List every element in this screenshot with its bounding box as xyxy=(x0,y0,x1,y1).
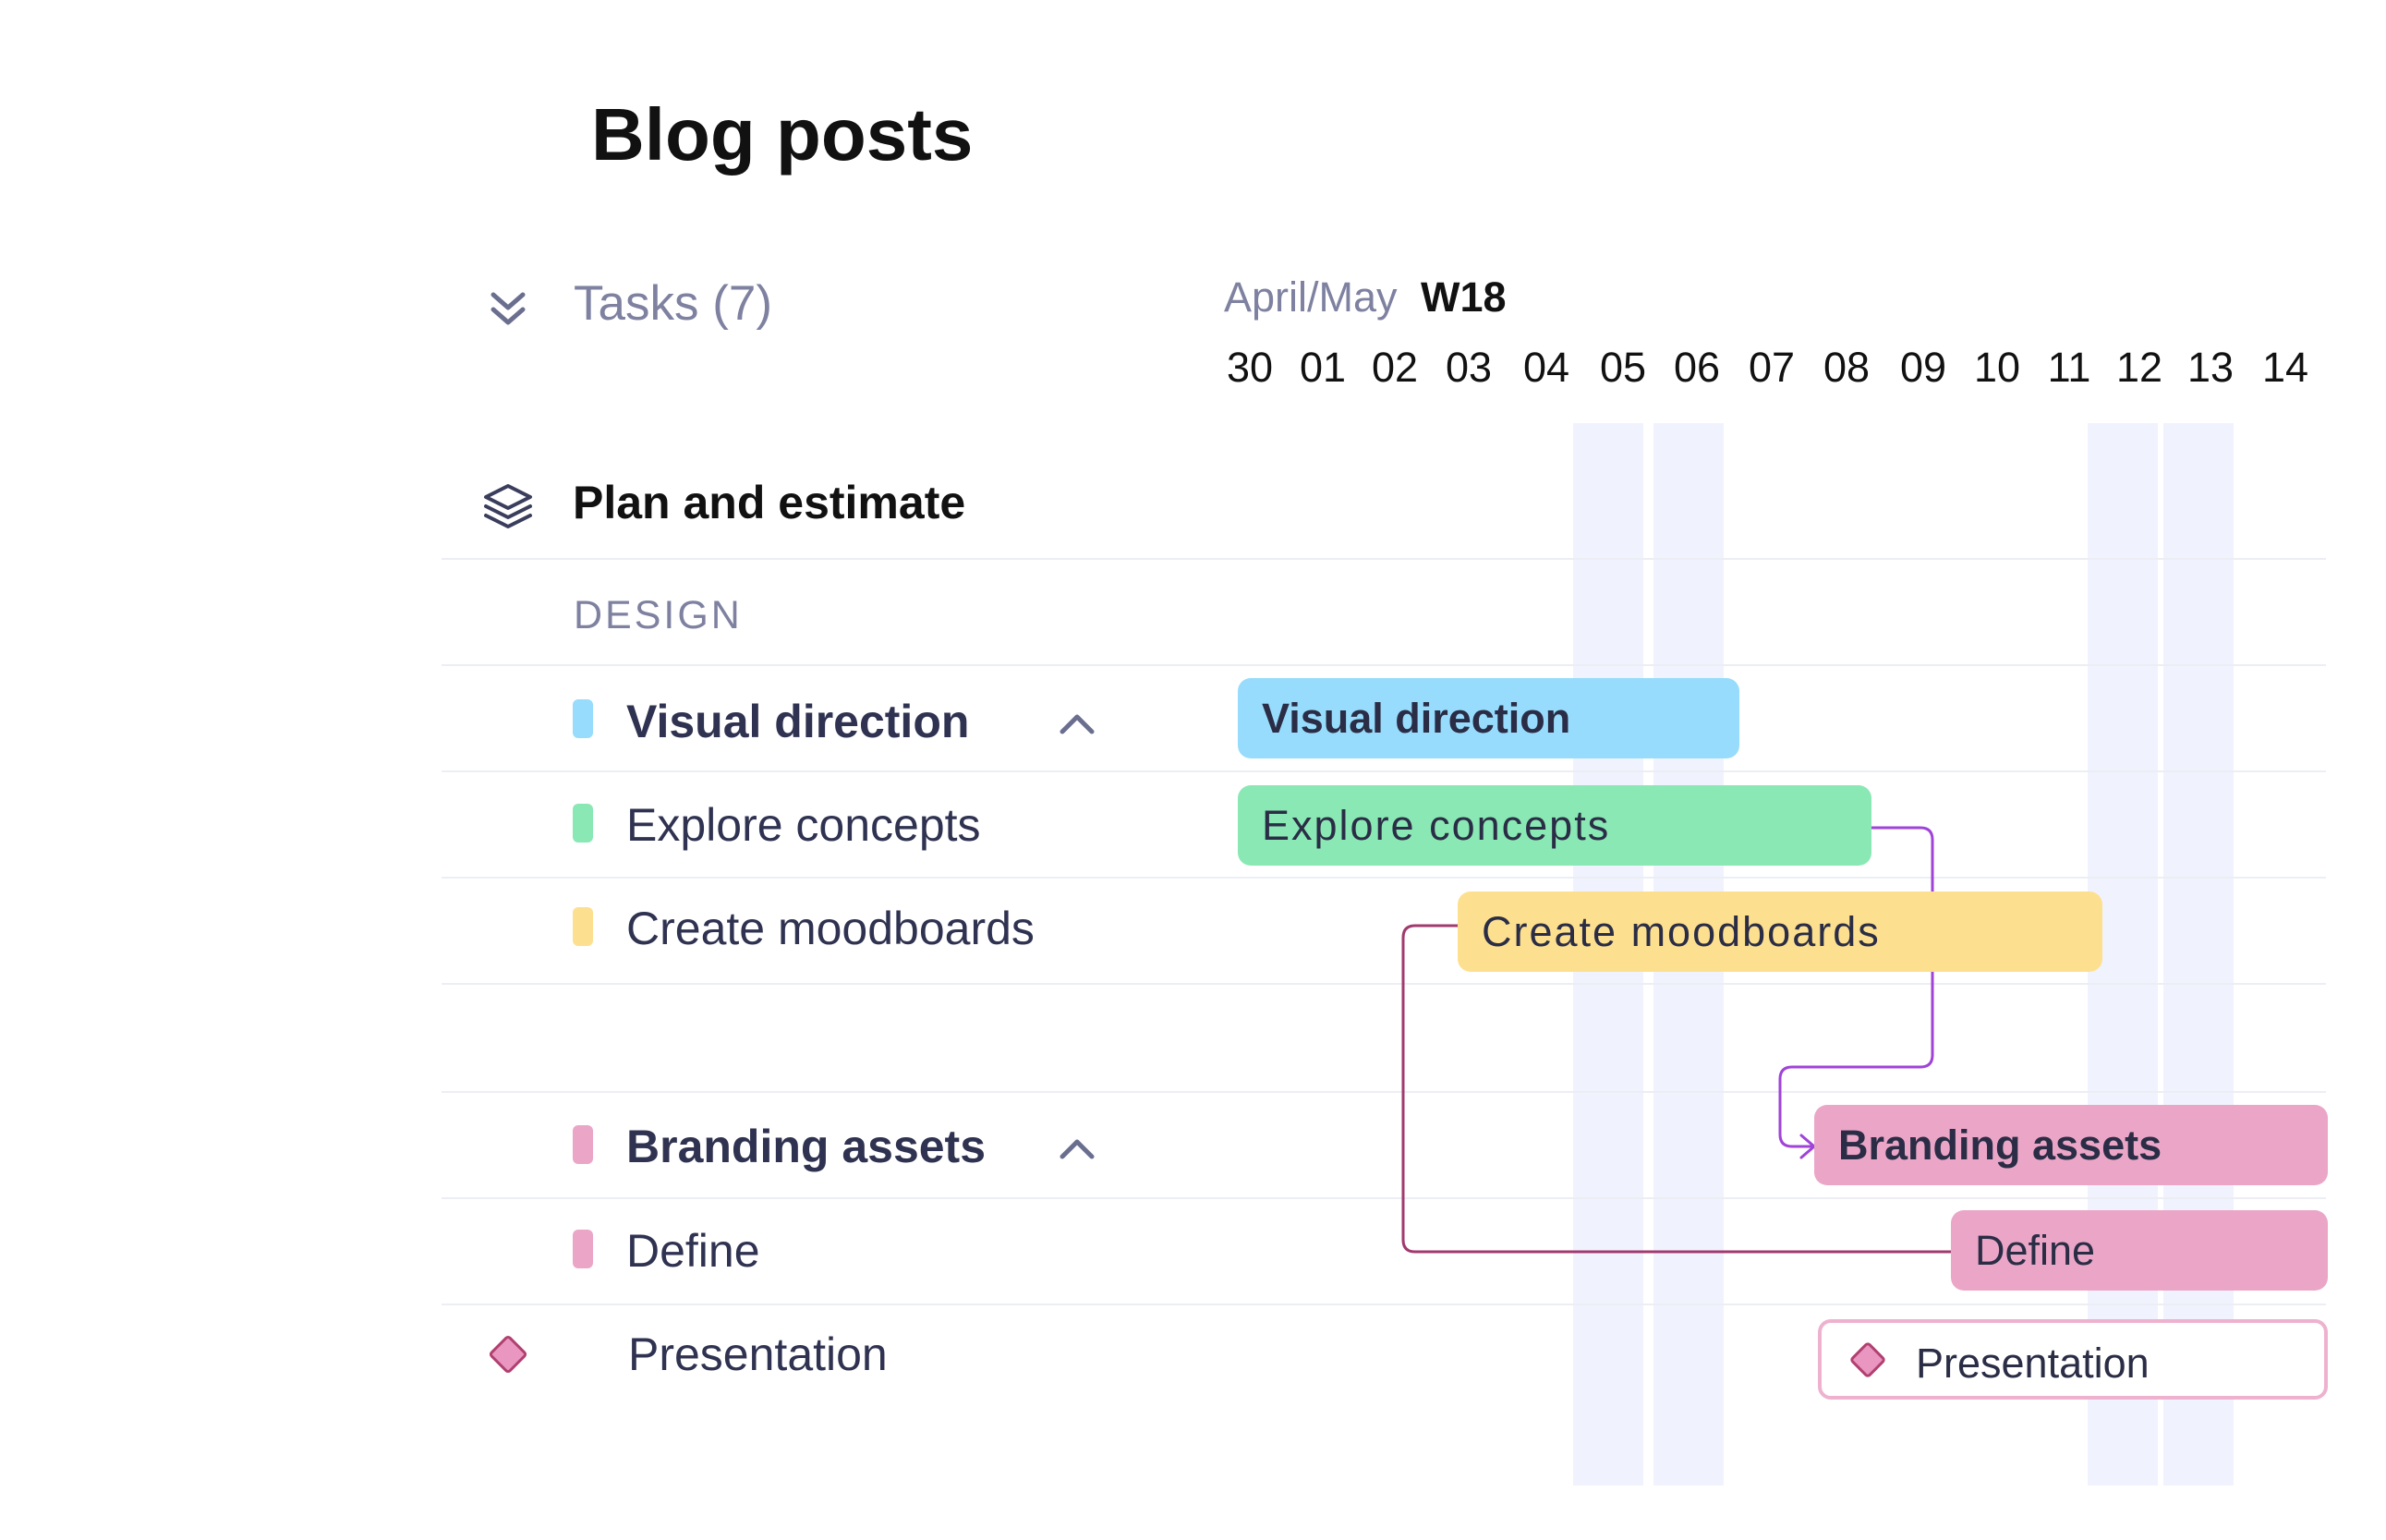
row-divider xyxy=(442,1197,2326,1199)
week-label: W18 xyxy=(1421,273,1507,321)
row-divider xyxy=(442,877,2326,879)
row-divider xyxy=(442,983,2326,985)
chevron-up-icon[interactable] xyxy=(1053,700,1101,748)
task-label-branding-assets[interactable]: Branding assets xyxy=(626,1121,987,1172)
double-chevron-down-icon[interactable] xyxy=(480,282,536,337)
gantt-bar-define[interactable]: Define xyxy=(1951,1210,2328,1291)
diamond-icon xyxy=(484,1330,532,1378)
task-label-visual-direction[interactable]: Visual direction xyxy=(626,696,970,747)
task-label-explore-concepts[interactable]: Explore concepts xyxy=(626,799,981,851)
day-label: 11 xyxy=(2047,344,2091,391)
day-label: 10 xyxy=(1973,344,2021,391)
gantt-milestone-presentation[interactable]: Presentation xyxy=(1818,1319,2328,1400)
task-color-chip xyxy=(573,1125,593,1164)
day-label: 01 xyxy=(1299,344,1347,391)
task-color-chip xyxy=(573,1230,593,1268)
day-label: 30 xyxy=(1226,344,1274,391)
milestone-label: Presentation xyxy=(1916,1340,2150,1387)
day-label: 13 xyxy=(2186,344,2235,391)
weekend-column xyxy=(2163,423,2234,1485)
row-divider xyxy=(442,770,2326,772)
day-label: 12 xyxy=(2115,344,2163,391)
day-label: 05 xyxy=(1599,344,1647,391)
task-color-chip xyxy=(573,907,593,946)
gantt-bar-create-moodboards[interactable]: Create moodboards xyxy=(1458,891,2102,972)
month-label: April/May xyxy=(1224,273,1398,321)
day-label: 02 xyxy=(1371,344,1419,391)
tasks-count-label[interactable]: Tasks (7) xyxy=(574,276,772,331)
chevron-up-icon[interactable] xyxy=(1053,1125,1101,1173)
row-divider xyxy=(442,1091,2326,1093)
row-divider xyxy=(442,558,2326,560)
gantt-bar-explore-concepts[interactable]: Explore concepts xyxy=(1238,785,1871,866)
task-color-chip xyxy=(573,699,593,738)
task-color-chip xyxy=(573,804,593,843)
gantt-bar-visual-direction[interactable]: Visual direction xyxy=(1238,678,1739,758)
task-label-presentation[interactable]: Presentation xyxy=(628,1328,888,1380)
group-label[interactable]: Plan and estimate xyxy=(573,477,966,528)
diamond-icon xyxy=(1850,1342,1885,1377)
day-label: 07 xyxy=(1748,344,1796,391)
task-label-define[interactable]: Define xyxy=(626,1225,760,1277)
gantt-bar-branding-assets[interactable]: Branding assets xyxy=(1814,1105,2328,1185)
day-label: 04 xyxy=(1522,344,1570,391)
page-title: Blog posts xyxy=(591,93,974,176)
row-divider xyxy=(442,1304,2326,1305)
day-label: 06 xyxy=(1673,344,1721,391)
day-label: 14 xyxy=(2261,344,2309,391)
day-label: 03 xyxy=(1445,344,1493,391)
row-divider xyxy=(442,664,2326,666)
task-label-create-moodboards[interactable]: Create moodboards xyxy=(626,903,1035,954)
layers-icon xyxy=(480,479,536,534)
day-label: 09 xyxy=(1899,344,1947,391)
section-label: DESIGN xyxy=(574,593,743,637)
day-label: 08 xyxy=(1823,344,1871,391)
